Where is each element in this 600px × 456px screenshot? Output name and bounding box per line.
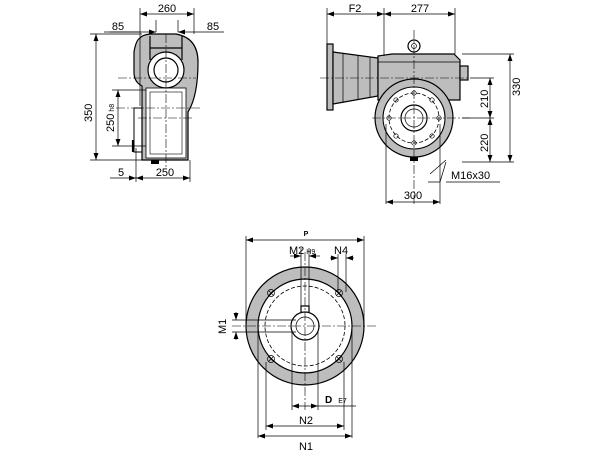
dim-350: 350: [83, 104, 95, 122]
side-view: 260 85 85 350 250h8 5 250: [83, 3, 224, 182]
bolt-holes: [267, 289, 343, 363]
dim-85-left: 85: [112, 21, 124, 33]
dim-n2: N2: [299, 415, 313, 427]
dim-277: 277: [411, 3, 429, 15]
dim-330: 330: [511, 78, 523, 96]
dim-250-h8: 250h8: [105, 104, 117, 132]
dim-250: 250: [156, 167, 174, 179]
dim-220: 220: [479, 134, 491, 152]
front-view: F2 277 330 210 220 M16x30 300: [320, 3, 523, 206]
dim-m1: M1: [217, 319, 229, 334]
dim-300: 300: [404, 190, 422, 202]
dim-f2: F2: [349, 3, 362, 15]
dim-210: 210: [479, 90, 491, 108]
dim-m16x30: M16x30: [451, 170, 490, 182]
dim-260: 260: [158, 3, 176, 15]
dim-n1: N1: [299, 441, 313, 453]
dim-n4: N4: [334, 245, 348, 257]
dim-p: P: [304, 231, 309, 238]
dim-85-right: 85: [207, 21, 219, 33]
dim-5: 5: [118, 167, 124, 179]
